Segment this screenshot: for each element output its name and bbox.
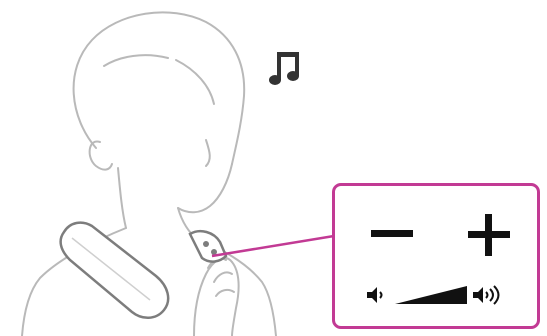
speaker-high-icon — [471, 284, 505, 306]
music-note-icon — [269, 52, 299, 85]
plus-icon — [468, 214, 510, 256]
minus-icon — [371, 230, 413, 237]
device-button-minus — [203, 241, 209, 247]
volume-ramp — [395, 286, 467, 304]
speaker-low-icon — [365, 284, 387, 306]
volume-callout — [332, 183, 540, 329]
volume-scale — [365, 284, 525, 308]
callout-pointer — [212, 236, 334, 256]
neckband-speaker — [61, 223, 226, 318]
